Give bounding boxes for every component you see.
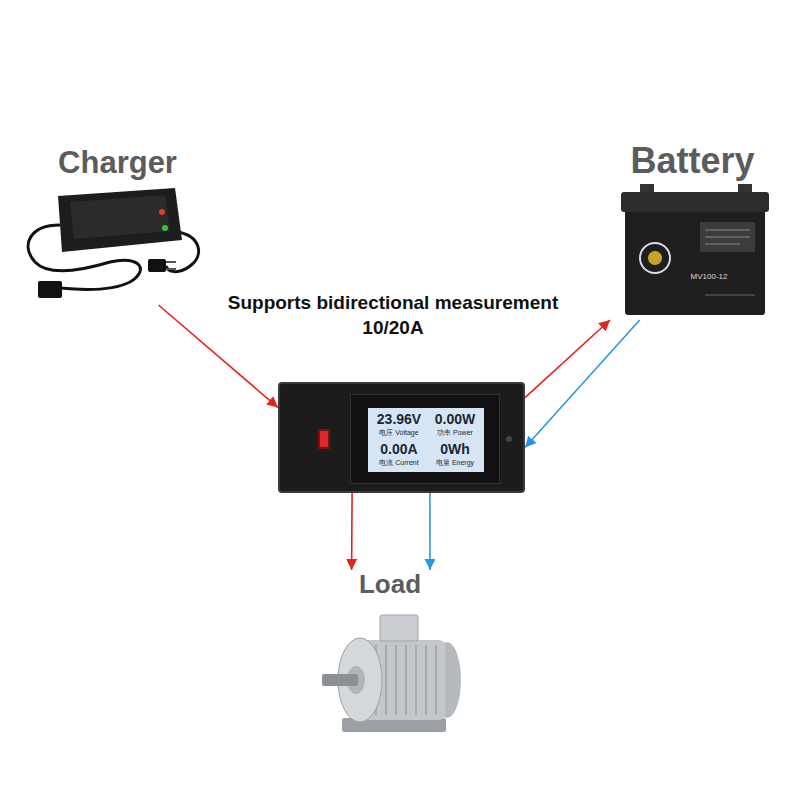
power-switch — [318, 429, 330, 449]
battery-model: MV100-12 — [674, 272, 744, 282]
plug-prong — [166, 261, 176, 263]
battery-logo — [648, 251, 662, 265]
indicator-hole — [506, 436, 512, 442]
battery-logo — [640, 243, 670, 273]
terminal-box — [380, 615, 418, 641]
charger-led — [159, 209, 165, 215]
ac-plug — [148, 259, 166, 272]
plug-prong — [166, 268, 176, 270]
battery-sticker — [700, 222, 755, 252]
battery-body — [625, 208, 765, 315]
sticker-line — [705, 230, 750, 231]
power-meter: 23.96V0.00W电压 Voltage功率 Power0.00A0Wh电流 … — [278, 382, 525, 493]
charger-body — [58, 188, 182, 252]
lcd-reading: 0Wh — [428, 441, 482, 458]
battery-illustration — [621, 184, 769, 315]
component-node: Charger — [15, 145, 220, 305]
component-name: Load — [359, 570, 421, 600]
sticker-line — [705, 237, 750, 238]
current-arrow — [429, 493, 431, 570]
lcd-reading: 0.00W — [428, 411, 482, 428]
battery-terminal — [640, 184, 654, 193]
battery-terminal — [738, 184, 752, 193]
component-node: Load — [310, 570, 470, 750]
lcd-caption: 电量 Energy — [428, 459, 482, 467]
charger-face — [70, 195, 170, 239]
feature-note: Supports bidirectional measurement 10/20… — [213, 291, 573, 340]
motor-shaft — [322, 674, 358, 686]
lcd-caption: 电压 Voltage — [372, 429, 426, 437]
lcd-caption: 电流 Current — [372, 459, 426, 467]
charger-illustration — [28, 188, 198, 298]
lcd-reading: 0.00A — [372, 441, 426, 458]
component-name: Charger — [58, 145, 177, 181]
sticker-line — [705, 244, 740, 245]
charger-led — [162, 225, 168, 231]
dc-plug — [38, 281, 62, 298]
motor-fins — [376, 645, 436, 715]
component-name: Battery — [630, 140, 754, 181]
sticker-line — [705, 295, 755, 296]
current-arrow — [351, 493, 353, 570]
motor-illustration — [322, 615, 461, 732]
battery-lid — [621, 192, 769, 212]
component-node: Battery — [610, 140, 775, 320]
lcd-caption: 功率 Power — [428, 429, 482, 437]
lcd-reading: 23.96V — [372, 411, 426, 428]
